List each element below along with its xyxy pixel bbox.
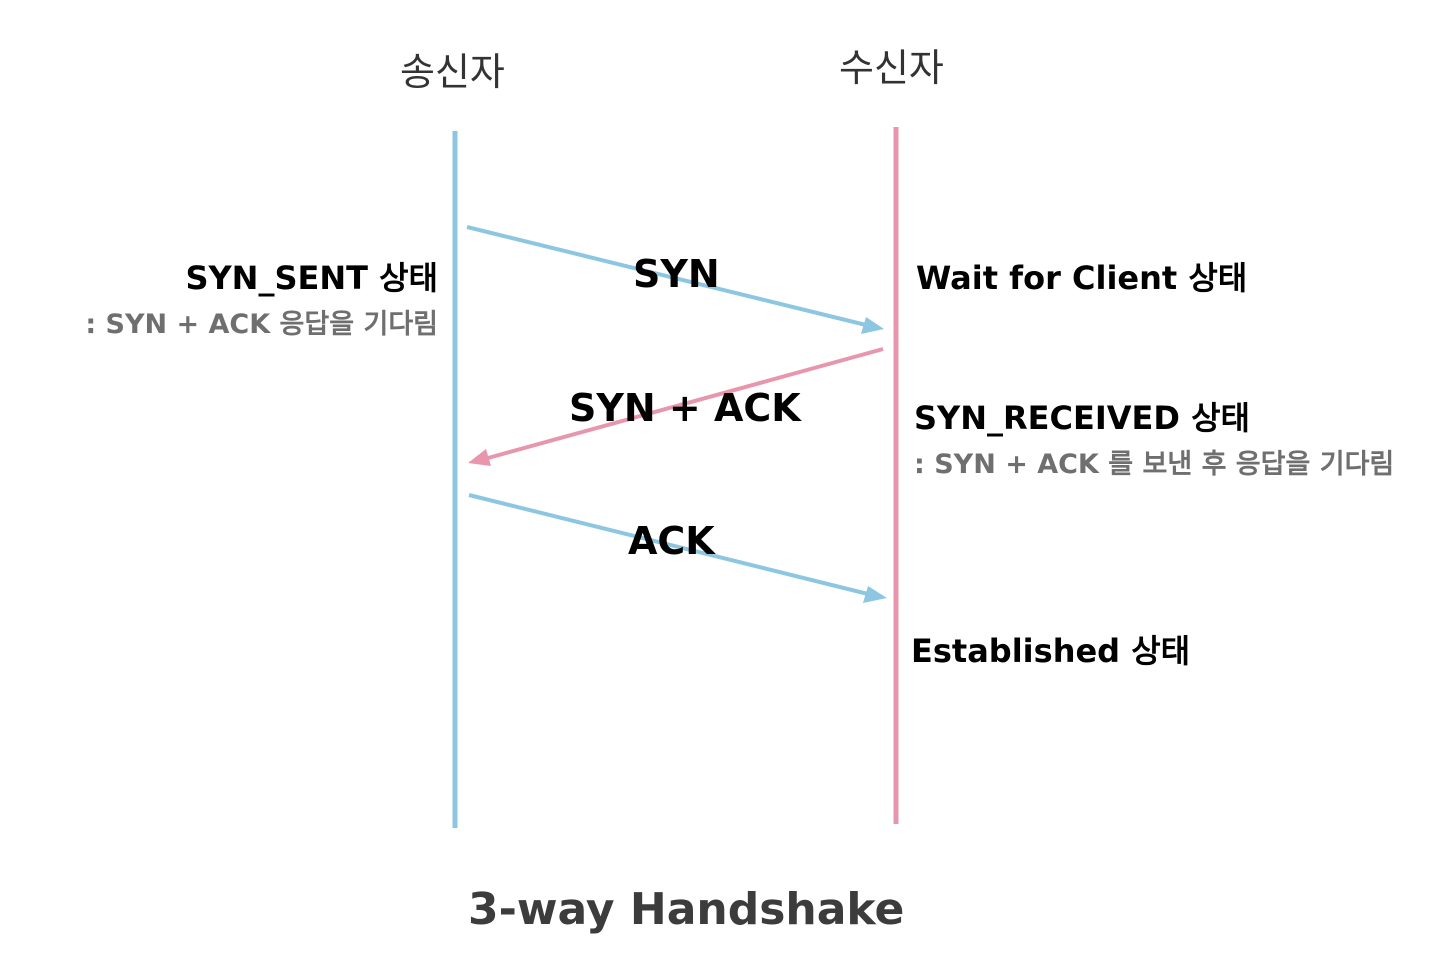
receiver-state-established: Established 상태: [911, 632, 1191, 670]
receiver-title: 수신자: [839, 46, 944, 90]
diagram-caption: 3-way Handshake: [468, 884, 905, 935]
syn-ack-arrowhead: [468, 449, 491, 466]
receiver-state-syn-received: SYN_RECEIVED 상태: [914, 399, 1250, 437]
syn-label: SYN: [633, 252, 720, 296]
sender-title: 송신자: [400, 50, 505, 94]
syn-arrowhead: [861, 317, 884, 334]
ack-label: ACK: [628, 519, 715, 563]
syn-ack-label: SYN + ACK: [569, 386, 801, 430]
ack-arrow: [468, 493, 869, 596]
ack-arrowhead: [863, 586, 887, 603]
syn-arrow: [466, 225, 867, 327]
sender-state-note: : SYN + ACK 응답을 기다림: [85, 309, 438, 340]
receiver-state-syn-received-note: : SYN + ACK 를 보낸 후 응답을 기다림: [914, 449, 1395, 480]
sender-state-title: SYN_SENT 상태: [185, 259, 438, 297]
receiver-state-wait: Wait for Client 상태: [916, 259, 1248, 297]
syn-ack-arrow: [487, 347, 884, 460]
